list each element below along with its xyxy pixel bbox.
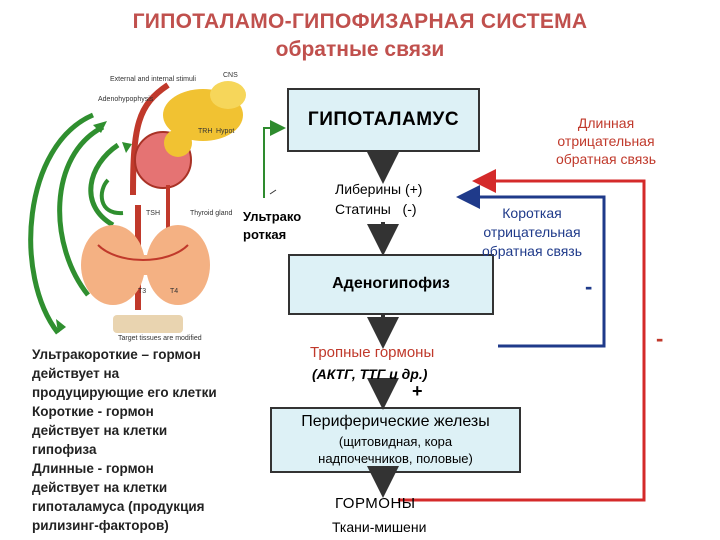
- tropic-hormones-examples: (АКТГ, ТТГ и др.): [312, 366, 428, 382]
- illustration-cns-label: CNS: [223, 72, 238, 79]
- feedback-notes: Ультракороткие – гормон действует на про…: [32, 345, 247, 535]
- note-line: Короткие - гормон: [32, 404, 154, 419]
- hypothalamus-label: ГИПОТАЛАМУС: [307, 109, 460, 130]
- anatomy-illustration: External and internal stimuli Adenohypop…: [28, 72, 246, 342]
- peripheral-detail-2: надпочечников, половые): [318, 451, 473, 466]
- title-line-2: обратные связи: [275, 38, 445, 61]
- hormones-label: ГОРМОНЫ: [335, 495, 416, 512]
- illustration-tsh-label: TSH: [146, 210, 160, 217]
- peripheral-detail-1: (щитовидная, кора: [338, 434, 453, 449]
- note-line: продуцирующие его клетки: [32, 385, 217, 400]
- note-line: Ультракороткие – гормон: [32, 347, 201, 362]
- illustration-stimuli-label: External and internal stimuli: [110, 76, 196, 83]
- tropic-hormones-label: Тропные гормоны: [310, 344, 435, 361]
- ultrashort-feedback-arrow: [263, 120, 286, 198]
- target-tissues-label: Ткани-мишени: [332, 519, 427, 535]
- illustration-targets-label: Target tissues are modified: [118, 335, 202, 342]
- short-feedback-minus: -: [585, 274, 593, 299]
- note-line: действует на клетки: [32, 480, 168, 495]
- note-line: действует на клетки: [32, 423, 168, 438]
- long-feedback-line-3: обратная связь: [555, 151, 657, 167]
- statins-label: Статины (-): [335, 201, 417, 217]
- note-line: рилизинг-факторов): [32, 518, 169, 533]
- long-feedback-arrow: [398, 169, 646, 502]
- illustration-hypot-label: Hypot: [216, 128, 234, 135]
- illustration-t3-label: T3: [138, 288, 146, 295]
- peripheral-glands-box: Периферические железы (щитовидная, кора …: [270, 407, 521, 473]
- long-feedback-label: Длинная отрицательная обратная связь: [508, 114, 704, 168]
- illustration-thyroid-label: Thyroid gland: [190, 210, 233, 217]
- ultrashort-label-1: Ультрако: [243, 209, 302, 224]
- short-feedback-label: Короткая отрицательная обратная связь: [452, 204, 612, 261]
- note-line: гипофиза: [32, 442, 97, 457]
- ultrashort-label-2: роткая: [243, 227, 287, 242]
- note-line: Длинные - гормон: [32, 461, 154, 476]
- illustration-trh-label: TRH: [198, 128, 212, 135]
- note-line: действует на: [32, 366, 120, 381]
- note-line: гипоталамуса (продукция: [32, 499, 205, 514]
- adenohypophysis-label: Аденогипофиз: [332, 275, 450, 292]
- plus-sign: +: [412, 381, 423, 401]
- long-feedback-minus: -: [656, 326, 664, 351]
- long-feedback-line-2: отрицательная: [557, 133, 655, 149]
- short-feedback-line-1: Короткая: [502, 205, 562, 221]
- adenohypophysis-box: Аденогипофиз: [288, 254, 494, 315]
- short-feedback-line-2: отрицательная: [483, 224, 581, 240]
- short-feedback-line-3: обратная связь: [481, 243, 583, 259]
- liberins-label: Либерины (+): [335, 181, 423, 197]
- peripheral-title: Периферические железы: [301, 413, 490, 430]
- title-line-1: ГИПОТАЛАМО-ГИПОФИЗАРНАЯ СИСТЕМА: [132, 10, 588, 33]
- short-feedback-arrow: [456, 185, 606, 348]
- long-feedback-line-1: Длинная: [577, 115, 635, 131]
- hypothalamus-box: ГИПОТАЛАМУС: [287, 88, 480, 152]
- illustration-adeno-label: Adenohypophysis: [98, 96, 154, 103]
- illustration-t4-label: T4: [170, 288, 178, 295]
